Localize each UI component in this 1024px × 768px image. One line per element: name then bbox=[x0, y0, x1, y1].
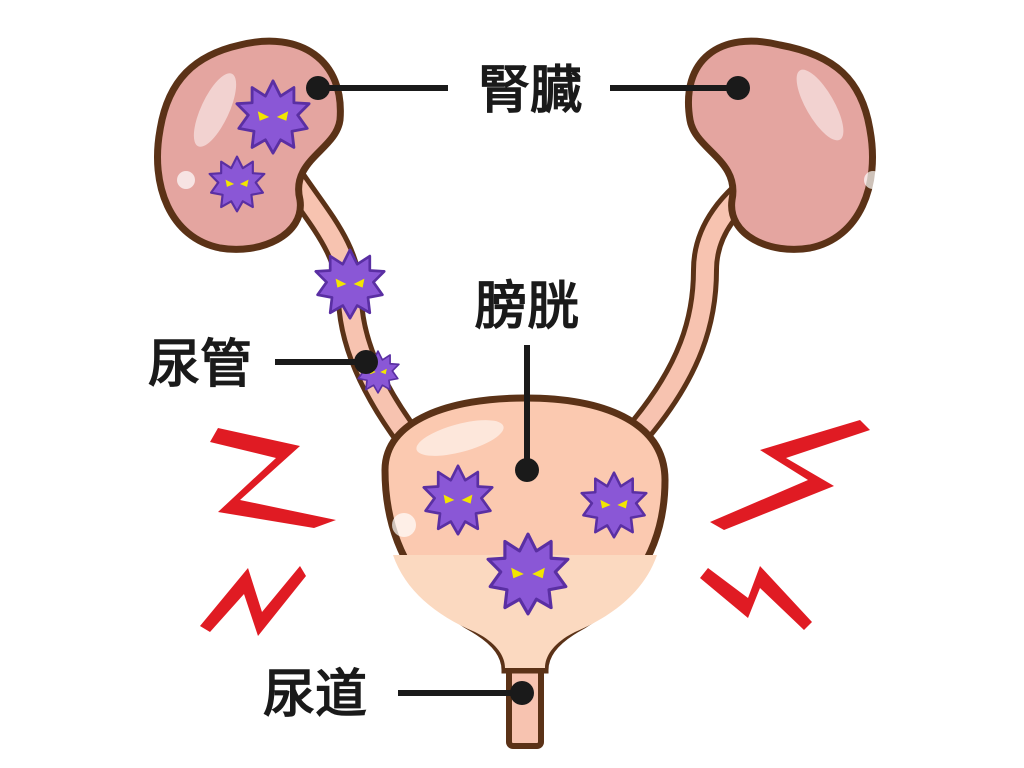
kidney-leader-left bbox=[306, 76, 448, 100]
kidney-leader-right bbox=[610, 76, 750, 100]
urethra-label: 尿道 bbox=[263, 664, 367, 725]
pain-spark-icon bbox=[200, 566, 306, 636]
urethra-leader bbox=[398, 681, 534, 705]
ureter-label: 尿管 bbox=[148, 334, 252, 395]
pain-spark-icon bbox=[210, 428, 336, 528]
bladder-leader bbox=[515, 345, 539, 482]
pain-spark-icon bbox=[710, 420, 870, 530]
kidney-label: 腎臓 bbox=[478, 60, 582, 121]
ureter-leader bbox=[275, 350, 378, 374]
germ-icon bbox=[314, 248, 386, 320]
bladder-label: 膀胱 bbox=[475, 276, 579, 337]
pain-spark-icon bbox=[700, 566, 812, 630]
